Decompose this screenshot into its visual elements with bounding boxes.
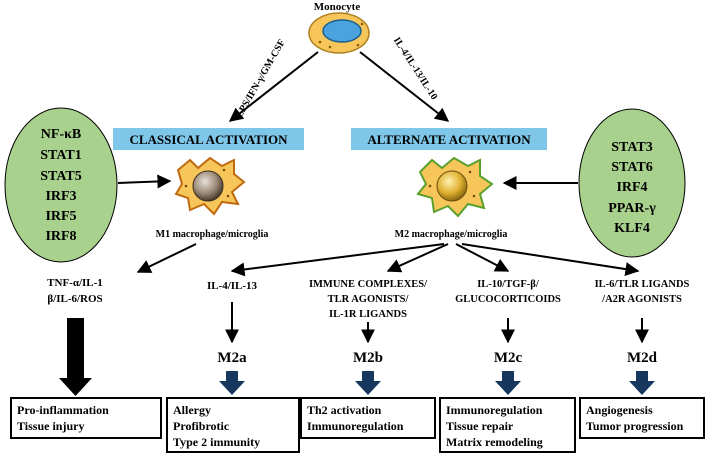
- m2b-function: Immunoregulation: [307, 419, 404, 433]
- m2a-function: Profibrotic: [173, 419, 230, 433]
- m2b-inducer-line: IL-1R LIGANDS: [329, 309, 407, 320]
- m2c-block-arrow: [495, 371, 521, 395]
- m2b-group: IMMUNE COMPLEXES/ TLR AGONISTS/ IL-1R LI…: [300, 279, 436, 439]
- m2a-group: IL-4/IL-13 M2a Allergy Profibrotic Type …: [166, 280, 300, 453]
- m2b-block-arrow: [355, 371, 381, 395]
- m2a-function: Type 2 immunity: [173, 435, 260, 449]
- m2d-name: M2d: [627, 350, 658, 366]
- m2b-name: M2b: [353, 350, 383, 366]
- right-factor: IRF4: [616, 180, 647, 195]
- m2a-block-arrow: [219, 371, 245, 395]
- m2c-inducer-line: IL-10/TGF-β/: [477, 279, 540, 290]
- alternate-activation-label: ALTERNATE ACTIVATION: [367, 132, 531, 147]
- m2a-inducer-line: IL-4/IL-13: [207, 280, 258, 292]
- arrow-m1-to-cytokines: [136, 243, 197, 273]
- m2d-group: IL-6/TLR LIGANDS /A2R AGONISTS M2d Angio…: [579, 279, 705, 439]
- right-transcription-factors-ellipse: [578, 108, 686, 258]
- m2c-name: M2c: [494, 350, 523, 366]
- m2a-function: Allergy: [173, 403, 211, 417]
- arrow-left-factors-to-m1: [117, 174, 172, 189]
- m2a-name: M2a: [217, 350, 247, 366]
- m2c-function: Matrix remodeling: [446, 435, 543, 449]
- m2d-function: Angiogenesis: [586, 403, 653, 417]
- m1-outcome: Tissue injury: [17, 419, 84, 433]
- m2b-function: Th2 activation: [307, 403, 382, 417]
- m1-macrophage-icon: [174, 156, 246, 216]
- m2-label: M2 macrophage/microglia: [395, 229, 508, 240]
- left-factor-list: NF-κB STAT1 STAT5 IRF3 IRF5 IRF8: [40, 127, 82, 244]
- m2d-block-arrow: [629, 371, 655, 395]
- m1-thick-arrow: [59, 318, 92, 396]
- right-factor: STAT6: [611, 160, 653, 175]
- right-factor-list: STAT3 STAT6 IRF4 PPAR-γ KLF4: [608, 140, 656, 236]
- m2-macrophage-icon: [416, 156, 494, 218]
- alternate-activation-box: [351, 128, 547, 150]
- left-factor: IRF8: [45, 229, 76, 244]
- left-factor: STAT1: [40, 148, 82, 163]
- arrow-to-alternate: [359, 51, 450, 122]
- m2b-inducer-line: IMMUNE COMPLEXES/: [309, 279, 428, 290]
- m1-cytokines-line: β/IL-6/ROS: [47, 293, 102, 305]
- m2d-inducer-line: IL-6/TLR LIGANDS: [595, 279, 690, 290]
- left-factor: IRF5: [45, 209, 76, 224]
- m2c-function: Tissue repair: [446, 419, 514, 433]
- left-factor: IRF3: [45, 189, 76, 204]
- m2c-inducer-line: GLUCOCORTICOIDS: [455, 294, 561, 305]
- m2c-function: Immunoregulation: [446, 403, 543, 417]
- left-factor: NF-κB: [41, 127, 81, 142]
- right-factor: PPAR-γ: [608, 201, 656, 216]
- arrow-to-classical: [228, 51, 319, 122]
- m2d-function: Tumor progression: [586, 419, 684, 433]
- m1-outcome-box: [10, 397, 162, 439]
- m2d-outcome-box: [579, 397, 705, 439]
- m2c-outcome-box: [439, 397, 576, 453]
- m2c-group: IL-10/TGF-β/ GLUCOCORTICOIDS M2c Immunor…: [439, 279, 576, 453]
- monocyte-cell-icon: [308, 12, 370, 54]
- left-arrow-label: LPS/IFN-γ/GM-CSF: [234, 38, 288, 120]
- left-transcription-factors-ellipse: [4, 107, 118, 263]
- m2-fanout-arrows: [230, 243, 640, 277]
- right-factor: KLF4: [614, 221, 650, 236]
- classical-activation-label: CLASSICAL ACTIVATION: [129, 132, 288, 147]
- monocyte-label: Monocyte: [314, 1, 361, 13]
- right-factor: STAT3: [611, 140, 653, 155]
- m2b-inducer-line: TLR AGONISTS/: [328, 294, 410, 305]
- left-factor: STAT5: [40, 169, 82, 184]
- m1-outcome: Pro-inflammation: [17, 403, 109, 417]
- m1-cytokines-line: TNF-α/IL-1: [47, 277, 103, 289]
- m2d-inducer-line: /A2R AGONISTS: [601, 294, 682, 305]
- m1-label: M1 macrophage/microglia: [156, 229, 269, 240]
- m2b-outcome-box: [300, 397, 436, 439]
- right-arrow-label: IL-4/IL-13/IL-10: [391, 35, 440, 102]
- classical-activation-box: [113, 128, 304, 150]
- m2a-outcome-box: [166, 397, 300, 453]
